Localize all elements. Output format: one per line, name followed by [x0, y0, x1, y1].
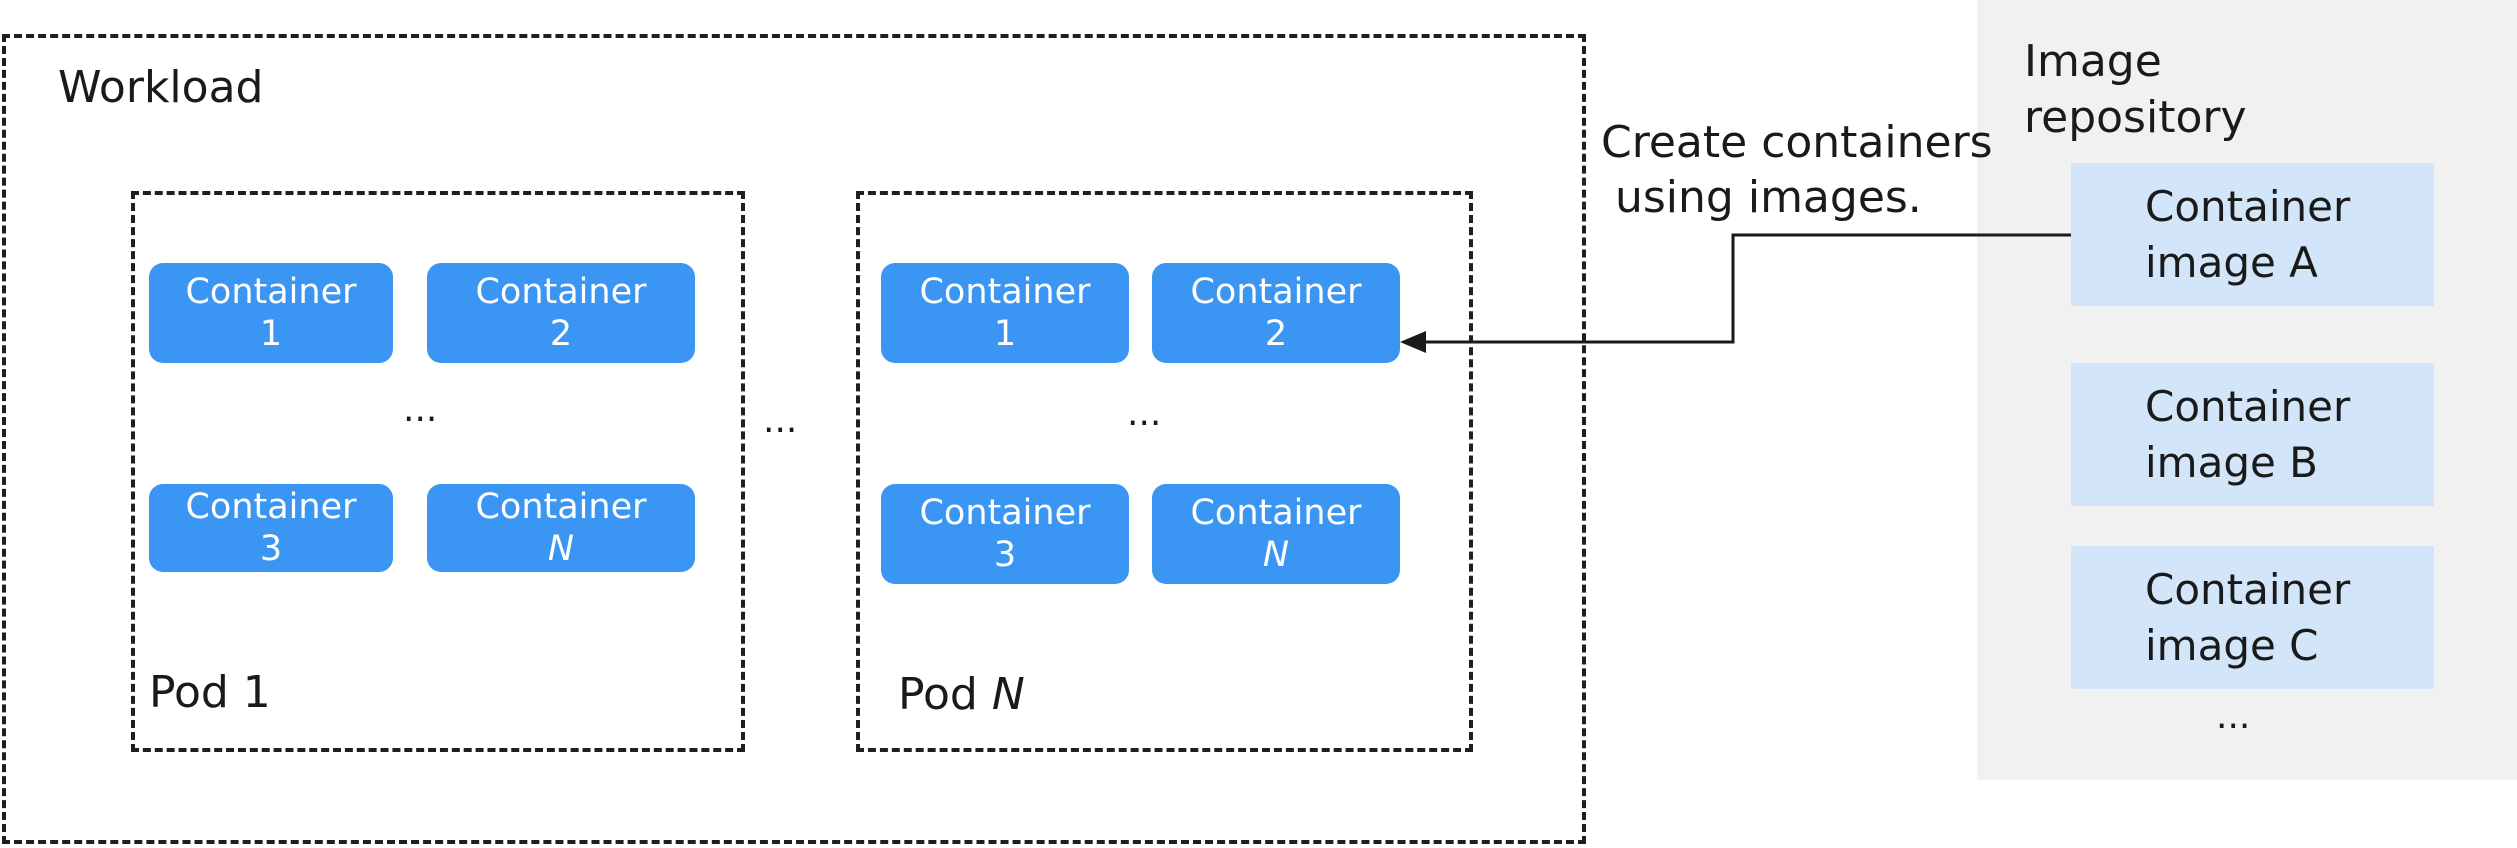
image-repository-title-line1: Image: [2024, 36, 2162, 87]
arrow-label: Create containers using images.: [1601, 115, 1993, 225]
image-repository-title-line2: repository: [2024, 92, 2247, 143]
container-number: N: [1262, 535, 1290, 575]
container-image-b-line2: image B: [2145, 437, 2318, 487]
arrow-label-line1: Create containers: [1601, 117, 1993, 168]
container-image-c-line1: Container: [2145, 564, 2351, 614]
pod-1-container-1: Container 1: [149, 263, 393, 363]
arrow-line: [1420, 233, 2071, 344]
pod-1-label: Pod 1: [149, 665, 271, 721]
arrow-label-line2: using images.: [1615, 172, 1922, 223]
pod-1-container-n: Container N: [427, 484, 695, 572]
pod-n-container-1: Container 1: [881, 263, 1129, 363]
container-image-b: Container image B: [2071, 363, 2434, 506]
container-image-a: Container image A: [2071, 163, 2434, 306]
container-image-a-line1: Container: [2145, 181, 2351, 231]
image-repository-title: Image repository: [2024, 34, 2247, 146]
container-number: 3: [259, 529, 283, 569]
pod-n-box: [856, 191, 1473, 752]
workload-box: [2, 34, 1586, 844]
pod-1-label-text: Pod 1: [149, 667, 271, 718]
pod-n-container-n: Container N: [1152, 484, 1400, 584]
pod-1-ellipsis: ...: [403, 389, 438, 430]
pod-1-box: [131, 191, 745, 752]
container-image-c: Container image C: [2071, 546, 2434, 689]
container-number: N: [547, 529, 575, 569]
container-number: 1: [993, 314, 1017, 354]
container-label: Container: [1190, 272, 1362, 312]
container-label: Container: [185, 487, 357, 527]
pod-n-label-index: N: [991, 669, 1025, 720]
pod-1-container-3: Container 3: [149, 484, 393, 572]
pod-n-container-2: Container 2: [1152, 263, 1400, 363]
between-pods-ellipsis: ...: [763, 400, 798, 441]
arrow-head: [1400, 331, 1426, 353]
workload-title: Workload: [58, 62, 264, 113]
container-number: 2: [1264, 314, 1288, 354]
pod-n-label-text: Pod: [898, 669, 978, 720]
container-image-b-line1: Container: [2145, 381, 2351, 431]
pod-1-container-2: Container 2: [427, 263, 695, 363]
repository-ellipsis: ...: [2216, 696, 2251, 737]
container-label: Container: [919, 272, 1091, 312]
container-number: 2: [549, 314, 573, 354]
container-label: Container: [919, 493, 1091, 533]
container-label: Container: [475, 487, 647, 527]
container-label: Container: [475, 272, 647, 312]
container-image-a-line2: image A: [2145, 237, 2318, 287]
pod-n-container-3: Container 3: [881, 484, 1129, 584]
pod-n-ellipsis: ...: [1127, 393, 1162, 434]
pod-n-label: Pod N: [898, 667, 1025, 723]
container-number: 3: [993, 535, 1017, 575]
container-image-c-line2: image C: [2145, 620, 2319, 670]
container-label: Container: [1190, 493, 1362, 533]
container-label: Container: [185, 272, 357, 312]
container-number: 1: [259, 314, 283, 354]
